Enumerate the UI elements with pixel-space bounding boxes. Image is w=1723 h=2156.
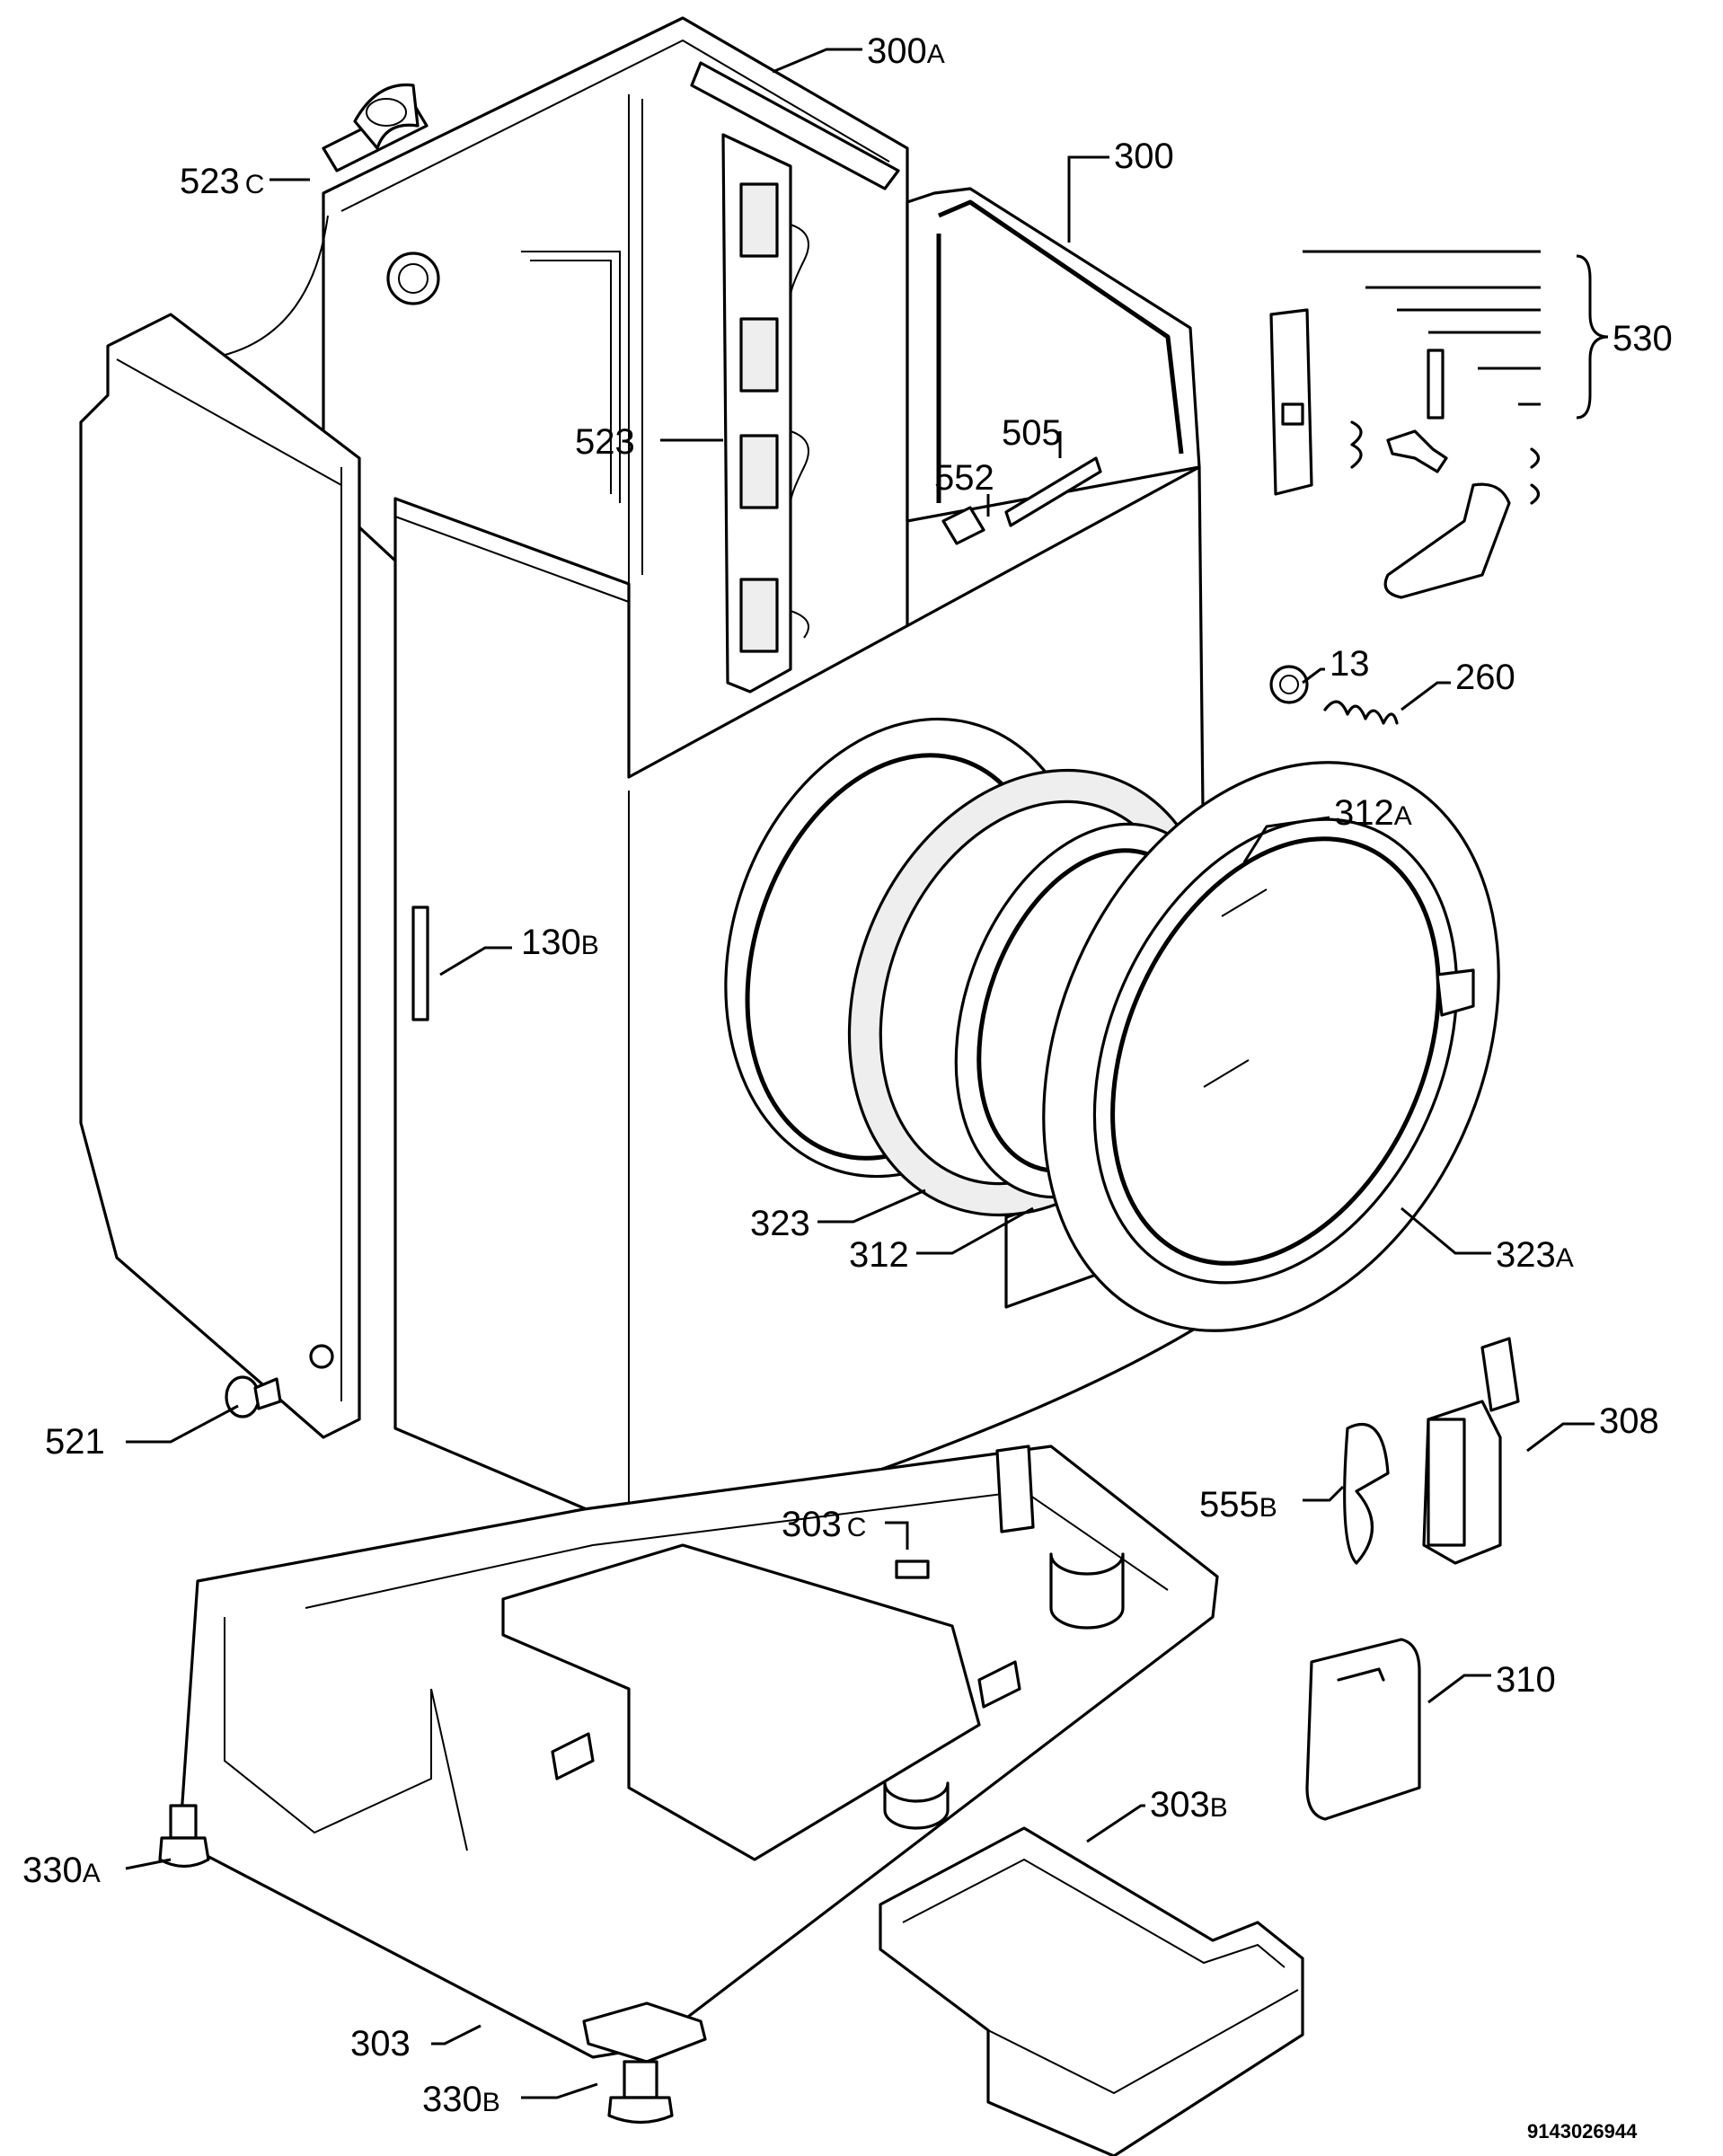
foot-330B	[582, 2001, 707, 2125]
callout-555B: 555B	[1199, 1485, 1277, 1524]
pin-505	[1004, 456, 1102, 527]
callout-521: 521	[45, 1422, 105, 1462]
callout-530: 530	[1613, 319, 1673, 358]
callout-300A: 300A	[867, 31, 945, 71]
callout-505: 505	[1002, 413, 1062, 453]
vertical-rail-523	[721, 133, 809, 694]
door-hinge-308	[1422, 1337, 1520, 1565]
screw-521	[225, 1375, 282, 1418]
callout-330A: 330A	[22, 1851, 101, 1890]
callout-552: 552	[934, 458, 994, 498]
service-cover-310	[1305, 1638, 1421, 1821]
callout-303B: 303B	[1150, 1785, 1228, 1825]
callout-323: 323	[750, 1204, 810, 1243]
document-number: 9143026944	[1527, 2120, 1638, 2143]
callout-330B: 330B	[422, 2080, 500, 2119]
callout-308: 308	[1599, 1401, 1659, 1441]
callout-130B: 130B	[521, 923, 599, 962]
spring-260	[1323, 700, 1399, 725]
leader-lines	[125, 48, 1609, 2099]
callout-312: 312	[849, 1235, 909, 1275]
part-303C	[895, 1560, 930, 1579]
callout-300: 300	[1114, 137, 1174, 176]
part-552	[941, 506, 985, 545]
bushing-13	[1269, 665, 1309, 704]
door-outer-ring-323A	[1042, 761, 1500, 1332]
callout-312A: 312A	[1334, 793, 1412, 833]
base-frame-303	[178, 1445, 1219, 2059]
callout-13: 13	[1330, 644, 1370, 684]
foot-330A	[158, 1804, 210, 1869]
callout-303: 303	[350, 2024, 411, 2063]
callout-323A: 323A	[1496, 1235, 1574, 1275]
hinge-plate-555B	[1343, 1423, 1390, 1565]
left-side-panel	[79, 313, 361, 1439]
callout-260: 260	[1455, 658, 1515, 697]
clip-523C	[322, 83, 429, 172]
door-handle-kit-530	[1269, 308, 1541, 599]
callout-310: 310	[1496, 1660, 1556, 1700]
callout-523: 523	[575, 422, 635, 462]
plinth-panel-303B	[879, 1826, 1304, 2156]
